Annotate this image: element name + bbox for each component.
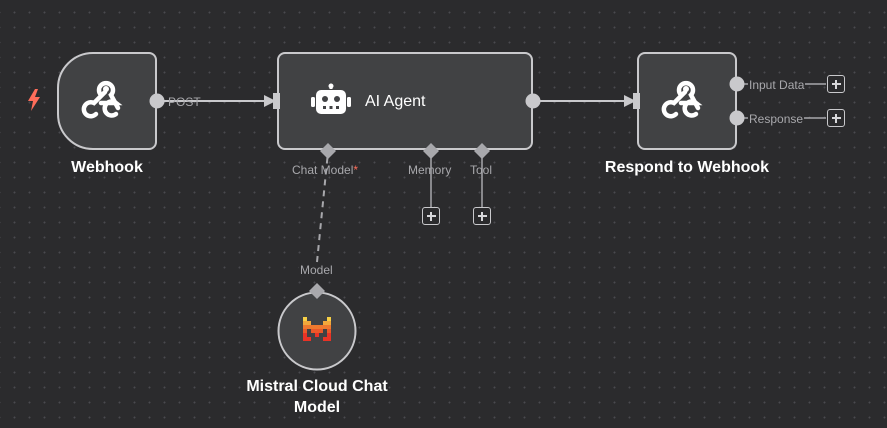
- mistral-model-port[interactable]: [309, 283, 325, 299]
- connection-arrow-respond: [624, 95, 636, 107]
- webhook-output-label: POST: [168, 95, 201, 109]
- tool-port-label: Tool: [470, 163, 493, 177]
- webhook-node[interactable]: [57, 52, 157, 150]
- mistral-logo-icon: [303, 317, 331, 341]
- ai-agent-output-port[interactable]: [525, 93, 541, 109]
- add-memory-button[interactable]: [422, 207, 440, 225]
- respond-input-port[interactable]: [633, 93, 641, 109]
- mistral-node-label-line2: Model: [293, 399, 341, 416]
- memory-port-label: Memory: [408, 163, 452, 177]
- ai-agent-node[interactable]: AI Agent: [277, 52, 533, 150]
- mistral-model-port-label: Model: [299, 263, 334, 277]
- chat-model-port[interactable]: [320, 143, 336, 159]
- input-data-output-label: Input Data: [748, 78, 806, 92]
- connection-arrow-agent: [264, 95, 276, 107]
- lightning-bolt-icon: [28, 89, 40, 111]
- add-input-data-node-button[interactable]: [827, 75, 845, 93]
- connection-mistral-to-chat-model[interactable]: [316, 151, 329, 263]
- response-output-port[interactable]: [729, 110, 745, 126]
- memory-port[interactable]: [423, 143, 439, 159]
- response-output-label: Response: [748, 112, 805, 126]
- respond-to-webhook-node[interactable]: [637, 52, 737, 150]
- ai-agent-input-port[interactable]: [273, 93, 281, 109]
- webhook-node-label: Webhook: [71, 159, 143, 176]
- webhook-icon: [81, 80, 123, 119]
- add-response-node-button[interactable]: [827, 109, 845, 127]
- respond-node-label: Respond to Webhook: [604, 159, 770, 176]
- chat-model-port-label: Chat Model*: [292, 163, 358, 177]
- required-marker: *: [353, 163, 359, 177]
- chat-model-port-text: Chat Model: [292, 163, 354, 177]
- robot-icon: [311, 83, 351, 114]
- webhook-icon: [661, 80, 703, 119]
- webhook-output-port[interactable]: [149, 93, 165, 109]
- mistral-node-label-line1: Mistral Cloud Chat: [246, 378, 388, 395]
- input-data-output-port[interactable]: [729, 76, 745, 92]
- add-tool-button[interactable]: [473, 207, 491, 225]
- ai-agent-title: AI Agent: [365, 93, 426, 110]
- tool-port[interactable]: [474, 143, 490, 159]
